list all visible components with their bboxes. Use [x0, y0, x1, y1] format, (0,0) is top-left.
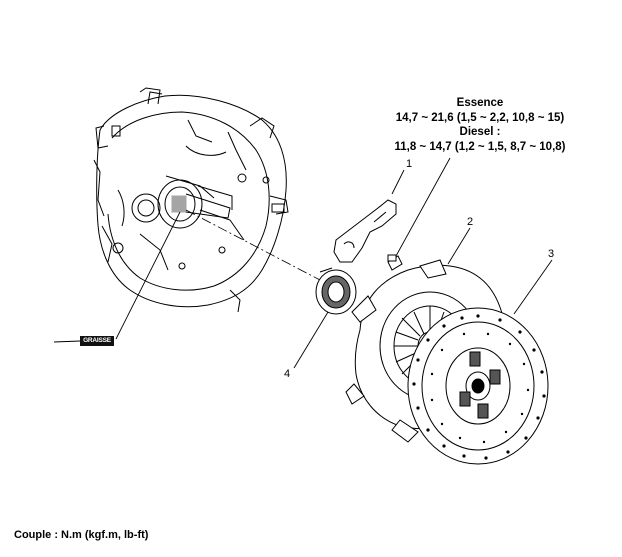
grease-tag: GRAISSE: [80, 336, 114, 346]
callout-4: 4: [284, 368, 291, 380]
essence-value: 14,7 ~ 21,6 (1,5 ~ 2,2, 10,8 ~ 15): [395, 111, 565, 124]
clutch-disc: [407, 307, 549, 465]
essence-title: Essence: [456, 97, 504, 109]
callout-1: 1: [406, 158, 413, 170]
callout-3-leader: [513, 259, 553, 315]
callout-2-leader: [447, 227, 471, 265]
release-fork: [333, 199, 397, 263]
torque-leader: [395, 157, 451, 257]
release-bearing: [315, 267, 357, 315]
transmission-housing: [93, 87, 289, 313]
callout-1-leader: [391, 169, 405, 195]
torque-spec: Essence 14,7 ~ 21,6 (1,5 ~ 2,2, 10,8 ~ 1…: [390, 96, 570, 154]
diesel-value: 11,8 ~ 14,7 (1,2 ~ 1,5, 8,7 ~ 10,8): [394, 140, 566, 153]
callout-4-leader: [293, 311, 329, 369]
callout-3: 3: [548, 248, 555, 260]
diesel-title: Diesel :: [459, 126, 501, 138]
torque-units-note: Couple : N.m (kgf.m, lb-ft): [14, 529, 149, 541]
input-shaft: [157, 179, 233, 229]
assembly-axis-line: [185, 209, 321, 281]
grease-tag-line: [53, 340, 81, 343]
grease-leader-line: [115, 211, 181, 340]
callout-2: 2: [467, 216, 474, 228]
fork-bolt: [387, 254, 403, 271]
